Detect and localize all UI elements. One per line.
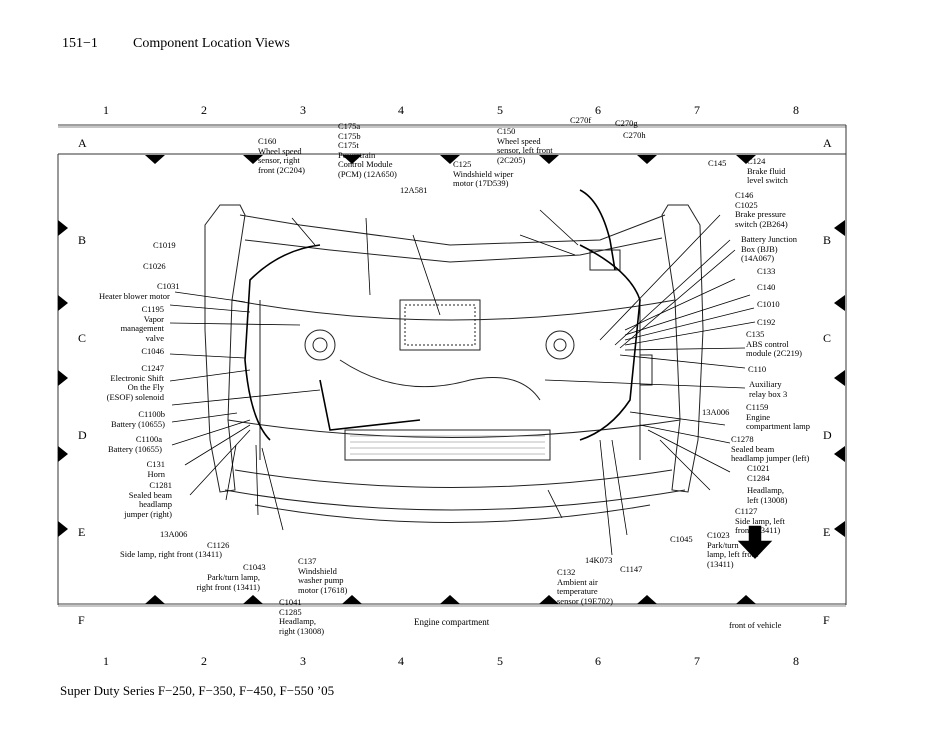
front-direction-arrow-icon	[734, 524, 776, 562]
row-letter: A	[823, 136, 832, 150]
column-number: 2	[201, 654, 207, 668]
row-letter: C	[823, 331, 832, 345]
label-c125: C125 Windshield wiper motor (17D539)	[453, 159, 514, 189]
leader-lines	[169, 209, 756, 556]
label-c110: C110	[748, 364, 767, 374]
column-number: 8	[793, 103, 799, 117]
row-letter: C	[78, 331, 87, 345]
vehicle-outline	[204, 204, 704, 523]
label-side-lamp-right: Side lamp, right front (13411)	[120, 549, 222, 559]
column-number: 5	[497, 103, 503, 117]
label-c1126: C1126	[207, 540, 230, 550]
label-c135: C135 ABS control module (2C219)	[746, 329, 802, 359]
label-park-turn-right: Park/turn lamp, right front (13411)	[196, 572, 260, 592]
orientation-caption: front of vehicle	[729, 620, 782, 630]
column-number: 4	[398, 654, 404, 668]
label-c270f: C270f	[570, 115, 592, 125]
page-number: 151−1	[62, 36, 98, 51]
label-c1031: C1031	[157, 281, 180, 291]
footer-vehicle-series: Super Duty Series F−250, F−350, F−450, F…	[60, 683, 335, 698]
label-c1019: C1019	[153, 240, 176, 250]
label-aux-relay-box: Auxiliary relay box 3	[749, 379, 788, 399]
label-c160: C160 Wheel speed sensor, right front (2C…	[258, 136, 305, 175]
label-heater-blower: Heater blower motor	[99, 291, 170, 301]
view-caption: Engine compartment	[414, 617, 490, 627]
page-title: Component Location Views	[133, 36, 290, 51]
label-c132: C132 Ambient air temperature sensor (19E…	[557, 567, 613, 606]
label-c150: C150 Wheel speed sensor, left front (2C2…	[497, 126, 553, 165]
label-bjb: Battery Junction Box (BJB) (14A067)	[741, 234, 797, 264]
column-number: 3	[300, 103, 306, 117]
row-letter: F	[78, 613, 85, 627]
row-letter: D	[823, 428, 832, 442]
column-number: 4	[398, 103, 404, 117]
label-c140: C140	[757, 282, 776, 292]
label-c133: C133	[757, 266, 776, 276]
label-13a006-right: 13A006	[160, 529, 188, 539]
row-letter: D	[78, 428, 87, 442]
column-number: 2	[201, 103, 207, 117]
label-c270g: C270g	[615, 118, 638, 128]
column-number: 1	[103, 103, 109, 117]
column-number: 7	[694, 103, 700, 117]
label-c137: C137 Windshield washer pump motor (17618…	[298, 556, 348, 595]
label-c131: C131 Horn	[146, 459, 165, 479]
label-14k073: 14K073	[585, 555, 613, 565]
label-c1026: C1026	[143, 261, 166, 271]
label-13a006-left: 13A006	[702, 407, 730, 417]
label-c146-c1025: C146 C1025 Brake pressure switch (2B264)	[735, 190, 788, 229]
row-letter: F	[823, 613, 830, 627]
column-number: 1	[103, 654, 109, 668]
row-letter: B	[78, 233, 87, 247]
label-c1281: C1281 Sealed beam headlamp jumper (right…	[124, 480, 172, 519]
column-number: 3	[300, 654, 306, 668]
label-c1010: C1010	[757, 299, 780, 309]
row-letter: E	[78, 525, 86, 539]
label-c1100a: C1100a Battery (10655)	[107, 434, 162, 454]
label-c1045: C1045	[670, 534, 693, 544]
label-c1021-c1284: C1021 C1284	[747, 463, 770, 483]
label-12a581: 12A581	[400, 185, 428, 195]
label-c192: C192	[757, 317, 776, 327]
row-letter: A	[78, 136, 87, 150]
label-c1100b: C1100b Battery (10655)	[110, 409, 165, 429]
row-letter: E	[823, 525, 831, 539]
label-c145: C145	[708, 158, 727, 168]
column-number: 6	[595, 654, 601, 668]
label-c1127: C1127 Side lamp, left front (13411)	[735, 506, 785, 536]
label-c1278: C1278 Sealed beam headlamp jumper (left)	[731, 434, 810, 464]
row-letter: B	[823, 233, 832, 247]
label-c175-pcm: C175a C175b C175t Powertrain Control Mod…	[338, 121, 397, 179]
grid-markers	[58, 155, 845, 604]
label-c1147: C1147	[620, 564, 643, 574]
label-c1247: C1247 Electronic Shift On the Fly (ESOF)…	[106, 363, 164, 402]
radiator-fins	[350, 435, 545, 455]
label-c1046: C1046	[141, 346, 164, 356]
label-c270h: C270h	[623, 130, 646, 140]
label-c1041-c1285: C1041 C1285 Headlamp, right (13008)	[279, 597, 325, 636]
label-headlamp-left: Headlamp, left (13008)	[747, 485, 788, 505]
label-c124: C124 Brake fluid level switch	[747, 156, 788, 186]
column-number: 6	[595, 103, 601, 117]
wiring-harness	[244, 189, 641, 441]
label-c1043: C1043	[243, 562, 266, 572]
label-c1023: C1023 Park/turn lamp, left front (13411)	[707, 530, 759, 569]
column-number: 7	[694, 654, 700, 668]
label-c1195: C1195 Vapor management valve	[120, 304, 164, 343]
column-number: 8	[793, 654, 799, 668]
label-c1159: C1159 Engine compartment lamp	[746, 402, 810, 432]
column-number: 5	[497, 654, 503, 668]
